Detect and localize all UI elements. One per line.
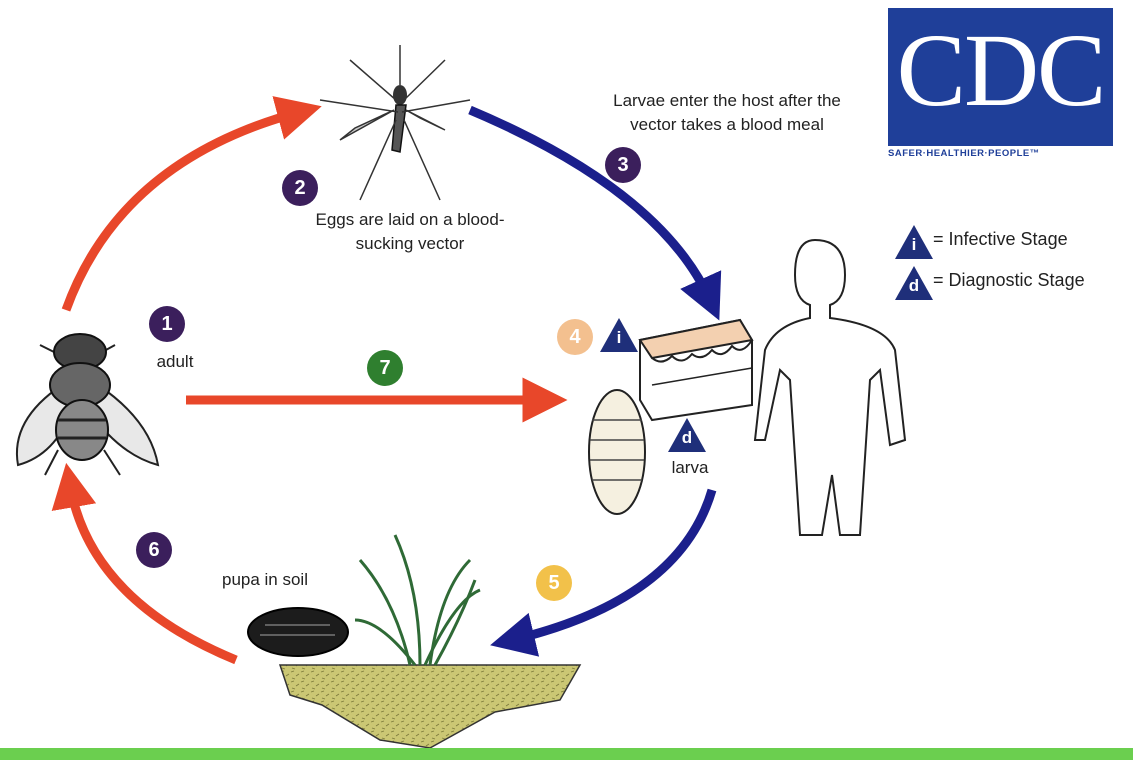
step-1-badge: 1 <box>149 306 185 342</box>
cdc-logo-word: CDC <box>888 16 1113 126</box>
diagnostic-stage-symbol: d <box>681 428 693 448</box>
legend-infective-symbol: i <box>908 235 920 255</box>
pupa-illustration <box>248 608 348 656</box>
step-3-label: Larvae enter the host after the vector t… <box>592 89 862 137</box>
step-7-badge: 7 <box>367 350 403 386</box>
step-2-label: Eggs are laid on a blood-sucking vector <box>305 208 515 256</box>
skin-cross-section-illustration <box>640 320 752 420</box>
step-6-badge: 6 <box>136 532 172 568</box>
bottom-strip <box>0 748 1133 760</box>
step-5-badge: 5 <box>536 565 572 601</box>
step-2-badge: 2 <box>282 170 318 206</box>
mosquito-vector-illustration <box>320 45 470 200</box>
legend-infective-marker: i <box>895 225 933 259</box>
step-6-label: pupa in soil <box>195 568 335 592</box>
arrow-vector-to-host <box>470 110 710 300</box>
larva-illustration <box>589 390 645 514</box>
diagnostic-stage-marker: d <box>668 418 706 452</box>
legend-diagnostic-text: = Diagnostic Stage <box>933 270 1085 291</box>
soil-illustration <box>280 665 580 748</box>
step-1-label: adult <box>140 350 210 374</box>
adult-fly-illustration <box>17 334 158 475</box>
human-host-silhouette <box>755 240 905 535</box>
infective-stage-marker: i <box>600 318 638 352</box>
legend-infective-text: = Infective Stage <box>933 229 1068 250</box>
cdc-logo: CDC <box>888 8 1113 146</box>
larva-label: larva <box>660 456 720 480</box>
cdc-logo-tagline: SAFER·HEALTHIER·PEOPLE™ <box>888 148 1120 159</box>
grass-illustration <box>355 535 480 665</box>
infective-stage-symbol: i <box>613 328 625 348</box>
legend-diagnostic-marker: d <box>895 266 933 300</box>
step-3-badge: 3 <box>605 147 641 183</box>
step-4-badge: 4 <box>557 319 593 355</box>
legend-diagnostic-symbol: d <box>908 276 920 296</box>
arrow-adult-to-vector <box>66 112 300 310</box>
